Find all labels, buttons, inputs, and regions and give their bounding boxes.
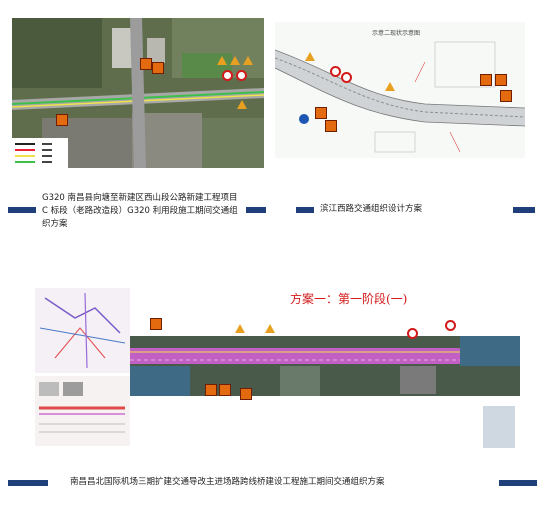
construction-sign-icon <box>325 120 337 132</box>
warning-sign-icon <box>385 82 395 91</box>
binjiang-road-drawing <box>275 41 525 153</box>
airport-road-plan <box>130 296 520 453</box>
caption-marker <box>8 207 36 213</box>
speed-limit-sign-icon <box>236 70 247 81</box>
construction-sign-icon <box>315 107 327 119</box>
construction-sign-icon <box>150 318 162 330</box>
warning-sign-icon <box>243 56 253 65</box>
detail-drawing <box>35 376 130 446</box>
construction-sign-icon <box>240 388 252 400</box>
speed-limit-sign-icon <box>445 320 456 331</box>
caption-marker <box>296 207 314 213</box>
legend-box <box>12 138 68 168</box>
construction-sign-icon <box>205 384 217 396</box>
speed-limit-sign-icon <box>341 72 352 83</box>
construction-sign-icon <box>140 58 152 70</box>
warning-sign-icon <box>230 56 240 65</box>
scheme-title: 方案一：第一阶段(一) <box>290 292 408 306</box>
warning-sign-icon <box>265 324 275 333</box>
panel-aerial-plan <box>12 18 264 168</box>
construction-sign-icon <box>500 90 512 102</box>
construction-sign-icon <box>56 114 68 126</box>
direction-sign-icon <box>299 114 309 124</box>
aerial-photo <box>12 18 264 168</box>
panel-binjiang-plan: 示意二现状示意图 <box>275 22 525 158</box>
construction-sign-icon <box>480 74 492 86</box>
warning-sign-icon <box>235 324 245 333</box>
caption-marker <box>8 480 48 486</box>
site-photo <box>400 366 436 394</box>
caption-marker <box>513 207 535 213</box>
bridge-photo <box>483 406 515 448</box>
construction-sign-icon <box>152 62 164 74</box>
construction-sign-icon <box>495 74 507 86</box>
warning-sign-icon <box>217 56 227 65</box>
panel2-title: 示意二现状示意图 <box>372 30 421 37</box>
warning-sign-icon <box>237 100 247 109</box>
panel-airport-plan: 方案一：第一阶段(一) <box>35 288 520 453</box>
construction-sign-icon <box>219 384 231 396</box>
caption-marker <box>499 480 537 486</box>
speed-limit-sign-icon <box>330 66 341 77</box>
caption-marker <box>246 207 266 213</box>
caption-binjiang: 滨江西路交通组织设计方案 <box>320 204 423 214</box>
speed-limit-sign-icon <box>407 328 418 339</box>
warning-sign-icon <box>305 52 315 61</box>
caption-airport: 南昌昌北国际机场三期扩建交通导改主进场路跨线桥建设工程施工期间交通组织方案 <box>70 477 385 487</box>
speed-limit-sign-icon <box>222 70 233 81</box>
location-map <box>35 288 130 373</box>
caption-g320: G320 南昌县向塘至新建区西山段公路新建工程项目 C 标段（老路改造段）G32… <box>42 193 238 229</box>
